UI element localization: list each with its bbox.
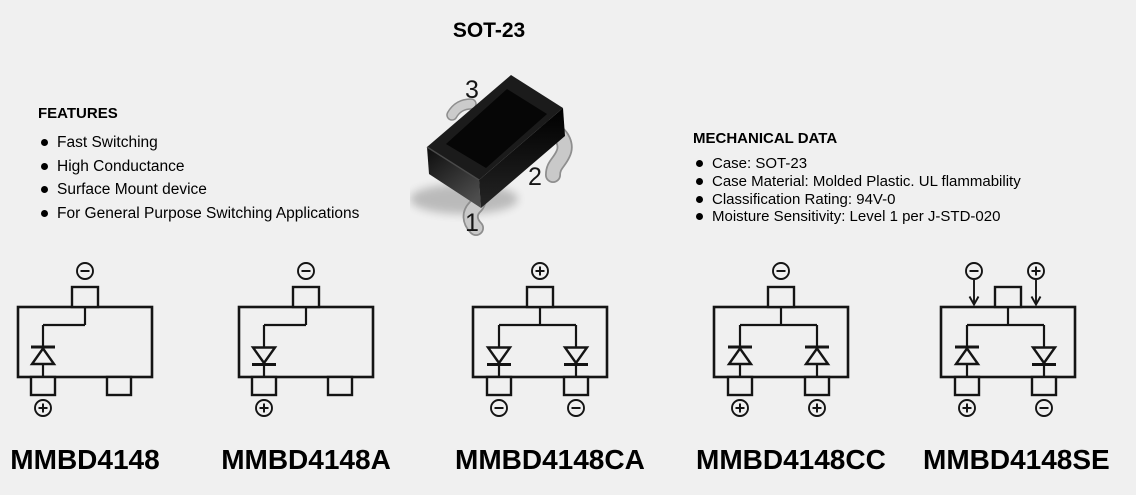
- schematic-mmbd4148a: MMBD4148A: [221, 261, 391, 474]
- pin-3-number: 3: [465, 76, 479, 104]
- part-number-label: MMBD4148A: [221, 444, 391, 475]
- top-pin-tab: [766, 285, 796, 309]
- arrow-down-icon: [968, 296, 980, 307]
- diode-symbol: [803, 346, 831, 366]
- polarity-minus-symbol: [1035, 399, 1053, 417]
- polarity-minus-symbol: [490, 399, 508, 417]
- mechanical-data-item: Case: SOT-23: [693, 155, 1123, 173]
- mechanical-data-item: Moisture Sensitivity: Level 1 per J-STD-…: [693, 208, 1123, 226]
- polarity-plus-symbol: [731, 399, 749, 417]
- schematic-mmbd4148se: MMBD4148SE: [923, 261, 1110, 475]
- page-title: SOT-23: [452, 19, 526, 42]
- bottom-pin-tab: [562, 375, 590, 397]
- top-pin-tab: [70, 285, 100, 309]
- part-number-label: MMBD4148CC: [696, 444, 886, 475]
- polarity-plus-symbol: [255, 399, 273, 417]
- polarity-plus-symbol: [531, 262, 549, 280]
- mmbd4148ca-circuit-diagram: [471, 262, 609, 417]
- bottom-pin-tab: [953, 375, 981, 397]
- pin-1-number: 1: [465, 209, 479, 237]
- schematic-mmbd4148cc: MMBD4148CC: [696, 261, 886, 475]
- bottom-pin-tab: [326, 375, 354, 397]
- sot23-package-image: 3 2 1: [410, 75, 573, 237]
- polarity-minus-symbol: [772, 262, 790, 280]
- schematic-mmbd4148: MMBD4148: [0, 261, 170, 474]
- part-number-label: MMBD4148CA: [455, 444, 645, 475]
- pin-2-number: 2: [528, 163, 542, 191]
- bottom-pin-tab: [250, 375, 278, 397]
- mechanical-data-item: Classification Rating: 94V-0: [693, 191, 1123, 209]
- diode-symbol: [29, 346, 57, 366]
- diode-symbol: [250, 346, 278, 366]
- mmbd4148a-circuit-diagram: [237, 262, 375, 417]
- polarity-plus-symbol: [34, 399, 52, 417]
- diode-symbol: [726, 346, 754, 366]
- mechanical-data-heading: MECHANICAL DATA: [693, 130, 838, 147]
- feature-item: For General Purpose Switching Applicatio…: [38, 202, 408, 226]
- polarity-plus-symbol: [958, 399, 976, 417]
- polarity-minus-symbol: [76, 262, 94, 280]
- pin-3-lead: [446, 98, 477, 121]
- features-heading: FEATURES: [38, 105, 118, 122]
- bottom-pin-tab: [105, 375, 133, 397]
- polarity-minus-symbol: [965, 262, 983, 280]
- bottom-pin-tab: [803, 375, 831, 397]
- diode-symbol: [953, 346, 981, 366]
- feature-item: Fast Switching: [38, 131, 408, 155]
- feature-item: Surface Mount device: [38, 178, 408, 202]
- bottom-pin-tab: [726, 375, 754, 397]
- mechanical-data-item: Case Material: Molded Plastic. UL flamma…: [693, 173, 1123, 191]
- top-pin-tab: [993, 285, 1023, 309]
- polarity-minus-symbol: [567, 399, 585, 417]
- schematic-mmbd4148ca: MMBD4148CA: [455, 261, 645, 475]
- mmbd4148cc-circuit-diagram: [712, 262, 850, 417]
- package-body: [426, 75, 565, 208]
- diode-symbol: [1030, 346, 1058, 366]
- arrow-down-icon: [1030, 296, 1042, 307]
- mmbd4148-circuit-diagram: [16, 262, 154, 417]
- diode-symbol: [562, 346, 590, 366]
- part-number-label: MMBD4148SE: [923, 444, 1110, 475]
- top-pin-tab: [525, 285, 555, 309]
- bottom-pin-tab: [1030, 375, 1058, 397]
- bottom-pin-tab: [29, 375, 57, 397]
- top-pin-tab: [291, 285, 321, 309]
- feature-item: High Conductance: [38, 155, 408, 179]
- polarity-plus-symbol: [808, 399, 826, 417]
- part-number-label: MMBD4148: [10, 444, 160, 475]
- mmbd4148se-circuit-diagram: [939, 262, 1077, 417]
- polarity-minus-symbol: [297, 262, 315, 280]
- diode-symbol: [485, 346, 513, 366]
- polarity-plus-symbol: [1027, 262, 1045, 280]
- bottom-pin-tab: [485, 375, 513, 397]
